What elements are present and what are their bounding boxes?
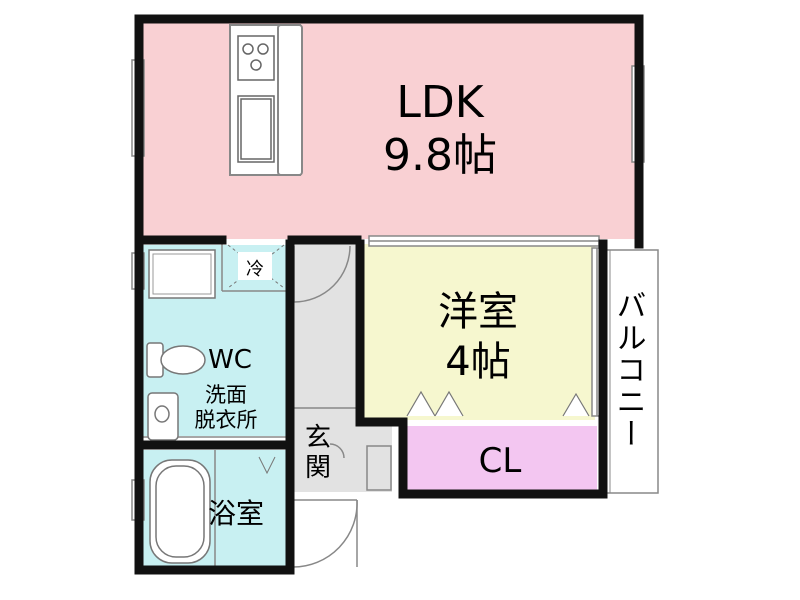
entrance-label-line2: 関 — [305, 453, 331, 483]
toilet-icon — [146, 342, 206, 378]
walls — [134, 14, 644, 575]
stove-icon — [237, 35, 275, 81]
closet-door-marks — [406, 390, 590, 417]
hallway — [292, 244, 357, 408]
closet-label: CL — [479, 441, 522, 481]
washbasin-icon — [147, 392, 179, 441]
sink-icon — [237, 95, 275, 163]
western-room-size-label: 4帖 — [445, 339, 510, 385]
entrance-label-line1: 玄 — [305, 423, 331, 453]
washroom-label-line1: 洗面 — [205, 383, 247, 407]
closet-room — [405, 426, 597, 490]
fridge-label: 冷 — [246, 259, 264, 280]
balcony-area — [602, 249, 659, 494]
western-room — [363, 244, 595, 420]
ldk-label: LDK — [396, 77, 484, 128]
washer-space — [148, 249, 216, 299]
bathtub-icon — [149, 459, 211, 564]
ldk-room — [143, 23, 635, 239]
western-room-label: 洋室 — [438, 289, 518, 335]
ldk-size-label: 9.8帖 — [383, 130, 497, 181]
bath-label: 浴室 — [208, 497, 264, 530]
bath-door-marks — [258, 456, 276, 475]
balcony-label: バルコニー — [611, 290, 646, 450]
washroom-label-line2: 脱衣所 — [195, 408, 258, 432]
wc-label: WC — [208, 345, 252, 375]
